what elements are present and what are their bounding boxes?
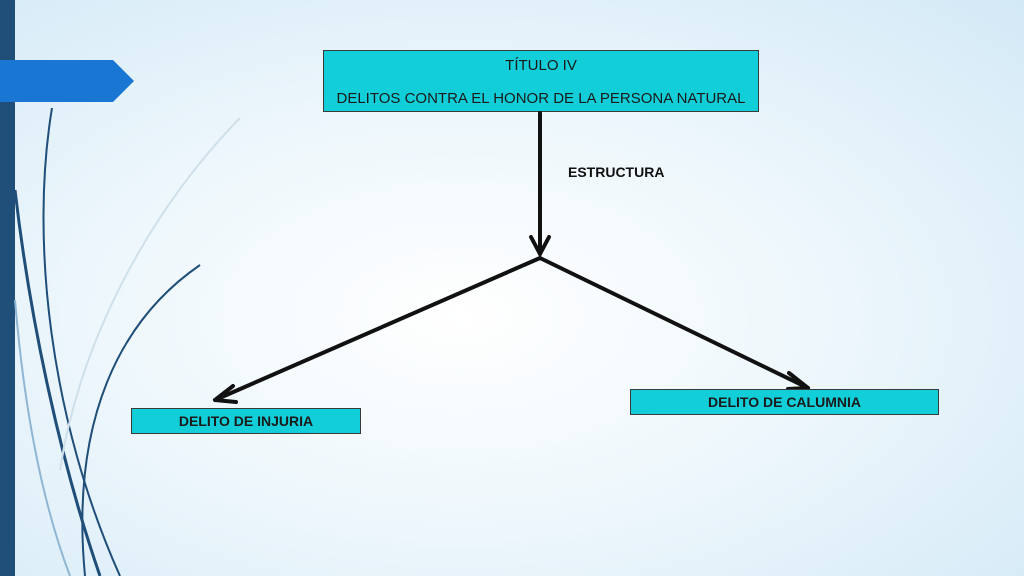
node-delito-injuria: DELITO DE INJURIA — [131, 408, 361, 434]
left-accent-bar — [0, 0, 15, 576]
arrow-left — [213, 256, 542, 404]
arrow-right — [538, 256, 810, 391]
slide-tab-arrow — [0, 60, 134, 102]
node-delito-calumnia: DELITO DE CALUMNIA — [630, 389, 939, 415]
arrow-down — [529, 111, 551, 256]
edge-label-estructura: ESTRUCTURA — [568, 164, 665, 180]
title-line-1: TÍTULO IV — [505, 57, 577, 74]
title-box: TÍTULO IV DELITOS CONTRA EL HONOR DE LA … — [323, 50, 759, 112]
decorative-curves — [13, 107, 241, 576]
title-line-2: DELITOS CONTRA EL HONOR DE LA PERSONA NA… — [336, 90, 746, 107]
